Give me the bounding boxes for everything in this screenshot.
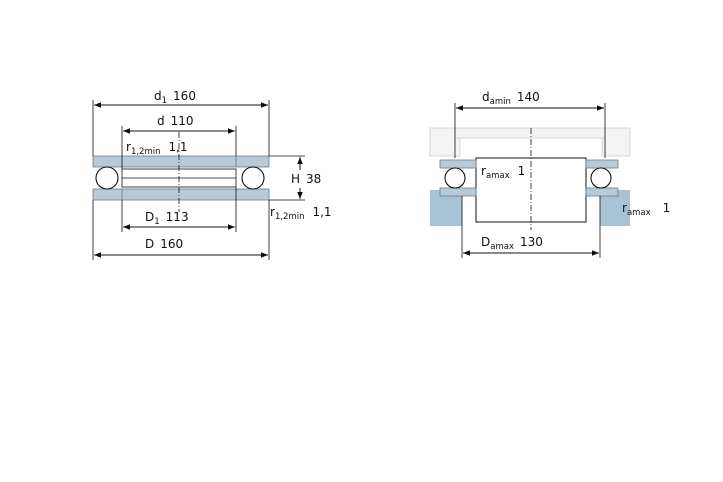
shaft-shoulder	[475, 157, 587, 223]
ghost-shaft-top	[454, 127, 606, 139]
shaft-washer-right	[235, 155, 270, 168]
shaft-washer	[92, 155, 237, 168]
ball-right-drawing-right	[590, 167, 612, 189]
ball-right	[241, 166, 265, 190]
housing-washer	[121, 188, 270, 201]
shaft-washer-right-drawing-left	[439, 159, 477, 169]
ball-right-drawing-left	[444, 167, 466, 189]
housing-washer-right-drawing-left	[439, 187, 477, 197]
housing-washer-right-drawing-right	[585, 187, 619, 197]
ghost-housing-right	[601, 127, 631, 157]
housing-washer-left	[92, 188, 123, 201]
ball-left	[95, 166, 119, 190]
shaft-washer-right-drawing-right	[585, 159, 619, 169]
